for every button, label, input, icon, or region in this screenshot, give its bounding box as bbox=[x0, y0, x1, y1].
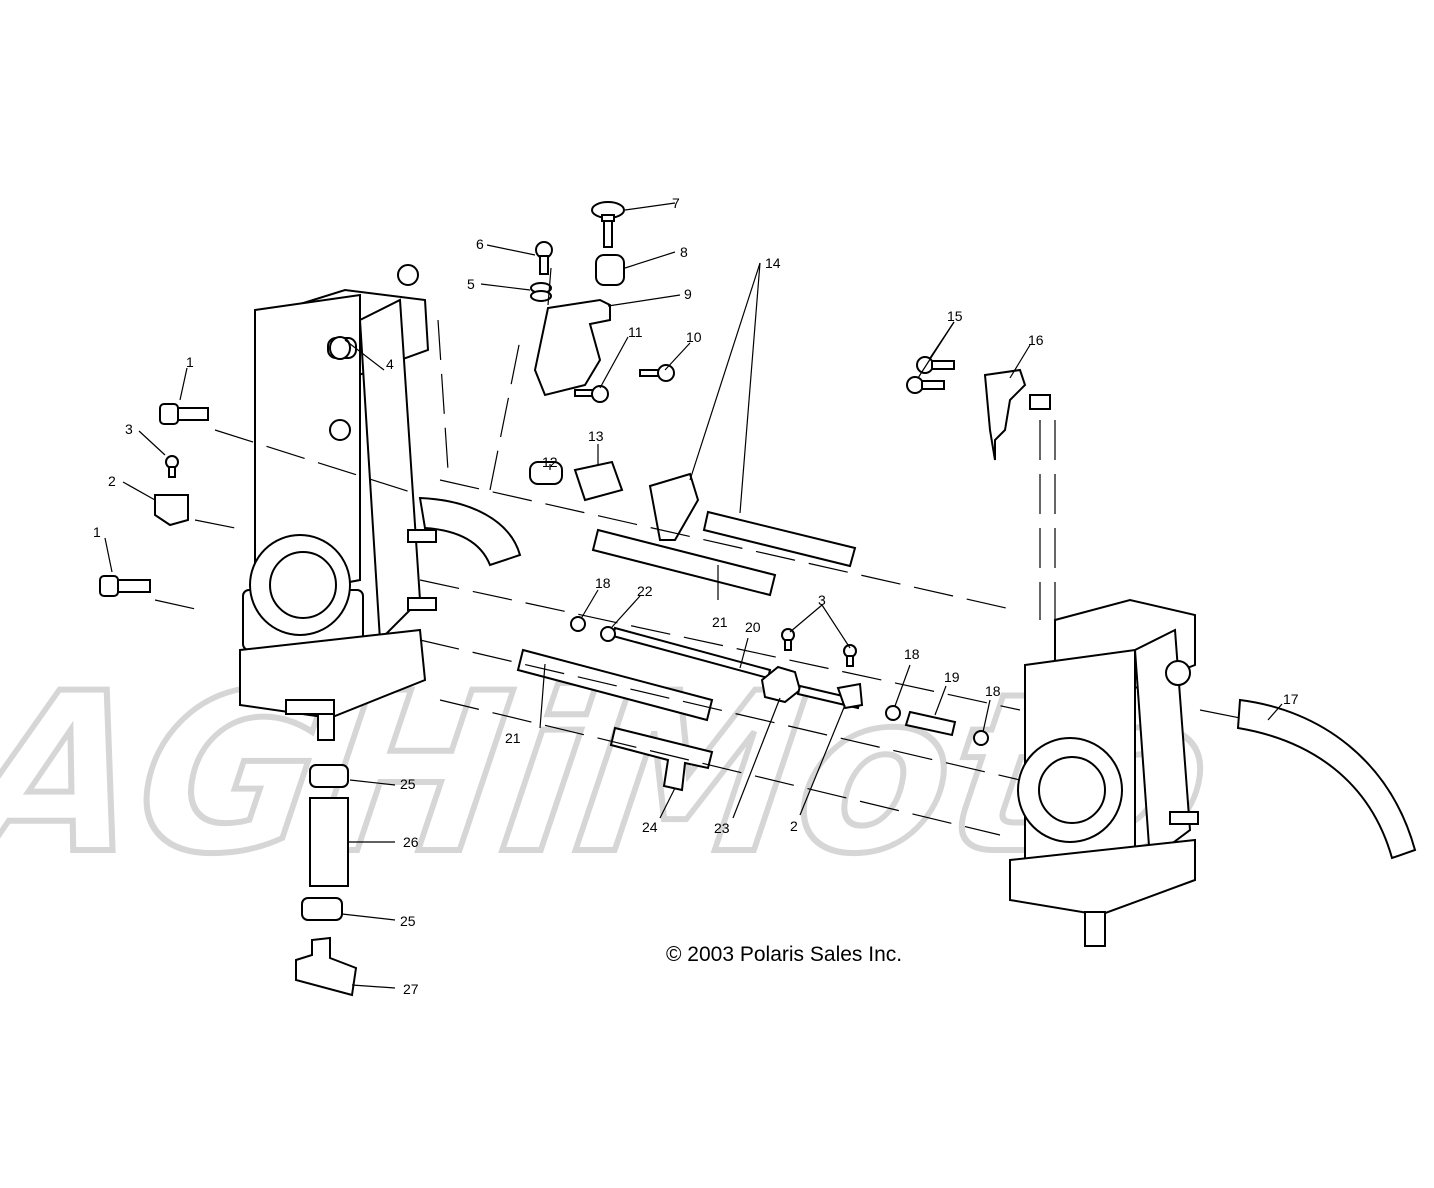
callout-2a: 2 bbox=[108, 473, 116, 489]
clip-2a bbox=[154, 494, 189, 527]
callout-18a: 18 bbox=[595, 575, 611, 591]
spring-5 bbox=[530, 282, 552, 302]
screws-15 bbox=[906, 356, 955, 394]
callout-4: 4 bbox=[386, 356, 394, 372]
tube-26 bbox=[309, 797, 349, 887]
spring-8 bbox=[595, 254, 625, 286]
callout-26: 26 bbox=[403, 834, 419, 850]
clip-2b bbox=[836, 682, 864, 710]
screw-10 bbox=[639, 364, 675, 382]
screw-6 bbox=[535, 241, 553, 275]
screw-11 bbox=[574, 385, 609, 403]
callout-18b: 18 bbox=[904, 646, 920, 662]
callout-10: 10 bbox=[686, 329, 702, 345]
callout-8: 8 bbox=[680, 244, 688, 260]
tee-fitting-27 bbox=[295, 936, 358, 997]
callout-21a: 21 bbox=[712, 614, 728, 630]
spring-19 bbox=[904, 710, 957, 737]
left-carburetor bbox=[239, 264, 522, 741]
callout-20: 20 bbox=[745, 619, 761, 635]
fitting-4 bbox=[327, 336, 357, 360]
alignment-lines bbox=[154, 319, 1241, 836]
callout-9: 9 bbox=[684, 286, 692, 302]
washer-18c bbox=[973, 730, 989, 746]
bushing-13 bbox=[573, 460, 624, 502]
leader-lines bbox=[104, 202, 1283, 989]
spring-12 bbox=[529, 461, 563, 485]
clamp-25a bbox=[309, 764, 349, 788]
callout-1a: 1 bbox=[186, 354, 194, 370]
callout-25b: 25 bbox=[400, 913, 416, 929]
shaft-14 bbox=[702, 510, 857, 568]
callout-22: 22 bbox=[637, 583, 653, 599]
screw-3a bbox=[165, 455, 179, 478]
callout-18c: 18 bbox=[985, 683, 1001, 699]
hose-17 bbox=[1236, 698, 1417, 860]
fitting-24 bbox=[609, 726, 714, 792]
callout-5: 5 bbox=[467, 276, 475, 292]
callout-12: 12 bbox=[542, 454, 558, 470]
callout-13: 13 bbox=[588, 428, 604, 444]
clamp-25b bbox=[301, 897, 343, 921]
callout-16: 16 bbox=[1028, 332, 1044, 348]
callout-25a: 25 bbox=[400, 776, 416, 792]
bracket-16 bbox=[983, 368, 1051, 461]
bracket-9 bbox=[533, 298, 611, 397]
callout-17: 17 bbox=[1283, 691, 1299, 707]
right-carburetor bbox=[1009, 598, 1199, 947]
lever-14 bbox=[648, 472, 700, 541]
callout-3b: 3 bbox=[818, 592, 826, 608]
callout-2b: 2 bbox=[790, 818, 798, 834]
callout-14: 14 bbox=[765, 255, 781, 271]
callout-19: 19 bbox=[944, 669, 960, 685]
callout-7: 7 bbox=[672, 195, 680, 211]
washer-18a bbox=[570, 616, 586, 632]
callout-21b: 21 bbox=[505, 730, 521, 746]
callout-24: 24 bbox=[642, 819, 658, 835]
bolt-1a bbox=[159, 403, 209, 425]
callout-11: 11 bbox=[628, 324, 643, 340]
screws-3b bbox=[781, 628, 857, 667]
callout-27: 27 bbox=[403, 981, 419, 997]
callout-15: 15 bbox=[947, 308, 963, 324]
callout-23: 23 bbox=[714, 820, 730, 836]
bolt-1b bbox=[99, 575, 151, 597]
callouts: 1 1 2 3 4 5 6 7 8 9 10 11 12 13 14 15 16… bbox=[93, 195, 1299, 997]
callout-3a: 3 bbox=[125, 421, 133, 437]
callout-6: 6 bbox=[476, 236, 484, 252]
clip-22 bbox=[600, 626, 616, 642]
washer-18b bbox=[885, 705, 901, 721]
tube-21a bbox=[591, 528, 777, 597]
callout-1b: 1 bbox=[93, 524, 101, 540]
screw-7 bbox=[591, 201, 625, 248]
copyright-text: © 2003 Polaris Sales Inc. bbox=[666, 943, 902, 966]
